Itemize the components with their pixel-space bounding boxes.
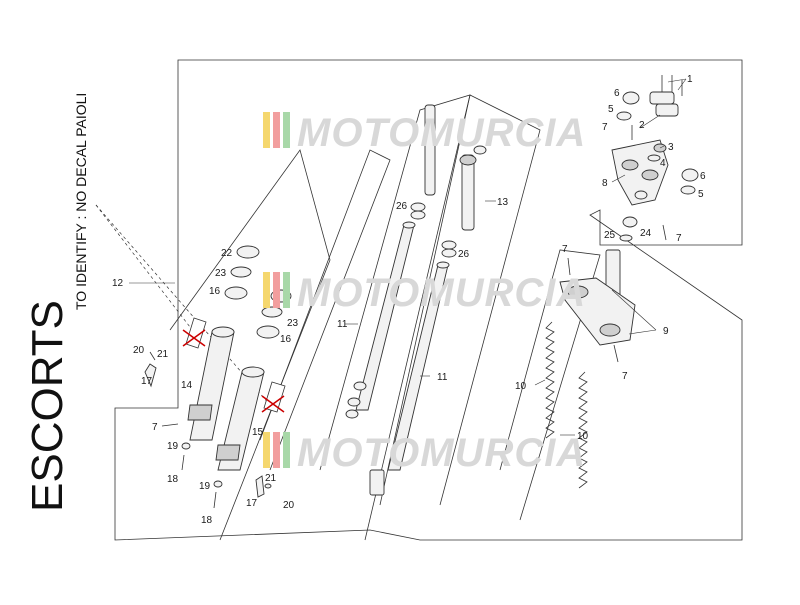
callout-20a: 20 [133,345,145,356]
fork-legs [187,326,265,471]
callout-22: 22 [221,248,233,259]
callout-3: 3 [668,142,674,153]
watermark-text-top: MOTOMURCIA [297,111,586,155]
callout-25: 25 [604,230,616,241]
callout-5a: 5 [608,104,614,115]
callout-20b: 20 [283,500,295,511]
callout-9: 9 [663,326,669,337]
bolts-and-washers [144,351,272,509]
callout-17b: 17 [246,498,258,509]
fork-stanchions [355,221,450,471]
watermark-middle: MOTOMURCIA [263,271,586,315]
callout-18b: 18 [201,515,213,526]
side-title: ESCORTS [23,300,72,512]
callout-7c: 7 [562,244,568,255]
caps-and-washers [616,91,699,195]
callout-7e: 7 [152,422,158,433]
fork-seals-left [224,245,292,339]
callout-21a: 21 [157,349,169,360]
callout-8: 8 [602,178,608,189]
callout-16b: 16 [280,334,292,345]
callout-10b: 10 [577,431,589,442]
callout-18a: 18 [167,474,179,485]
no-decal-marker-right [261,381,286,413]
callout-17a: 17 [141,376,153,387]
callout-4: 4 [660,158,666,169]
callout-26b: 26 [458,249,470,260]
callout-26a: 26 [396,201,408,212]
fork-springs [545,321,588,489]
callout-24: 24 [640,228,652,239]
callout-21b: 21 [265,473,277,484]
note-leader-lines [95,204,271,406]
callout-10a: 10 [515,381,527,392]
callout-13: 13 [497,197,509,208]
handlebar-clamps [649,75,683,117]
callout-2: 2 [639,120,645,131]
watermark-bottom: MOTOMURCIA [263,431,586,475]
callout-labels: 1 2 3 4 5 6 7 8 6 5 25 24 7 7 9 7 10 10 … [112,74,706,526]
identify-note: TO IDENTIFY : NO DECAL PAIOLI [73,93,89,310]
lower-triple-clamp-stem [559,249,636,363]
callout-11a: 11 [337,319,348,330]
callout-19a: 19 [167,441,179,452]
callout-11b: 11 [437,372,448,383]
bushings-seals [345,202,457,496]
callout-23a: 23 [215,268,227,279]
callout-23b: 23 [287,318,299,329]
callout-6a: 6 [614,88,620,99]
callout-7b: 7 [676,233,682,244]
callout-15: 15 [252,427,264,438]
callout-6b: 6 [700,171,706,182]
callout-16a: 16 [209,286,221,297]
outer-boundary [114,59,743,541]
callout-5b: 5 [698,189,704,200]
callout-7a: 7 [602,122,608,133]
callout-19b: 19 [199,481,211,492]
watermark-text-middle: MOTOMURCIA [297,271,586,315]
callout-14: 14 [181,380,193,391]
callout-7d: 7 [622,371,628,382]
watermark-text-bottom: MOTOMURCIA [297,431,586,475]
callout-leaders [129,78,687,436]
callout-12: 12 [112,278,124,289]
watermark-top: MOTOMURCIA [263,111,586,155]
no-decal-marker-left [182,317,207,349]
callout-1: 1 [687,74,693,85]
steering-bearings [619,125,667,242]
fork-outlines [169,94,601,541]
damper-rods [424,104,487,231]
